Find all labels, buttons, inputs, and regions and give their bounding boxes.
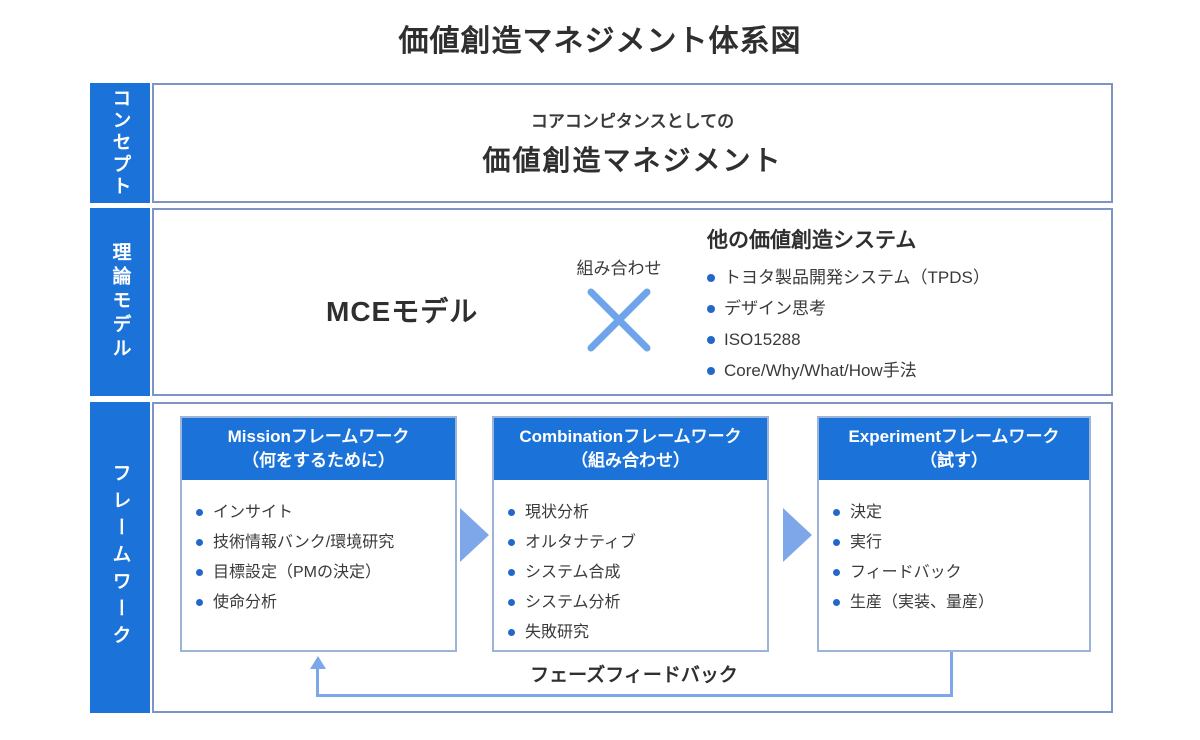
mission-framework-header: Missionフレームワーク （何をするために） bbox=[182, 418, 455, 480]
framework-content: Missionフレームワーク （何をするために） インサイト 技術情報バンク/環… bbox=[152, 402, 1113, 713]
row-framework: フレームワーク Missionフレームワーク （何をするために） インサイト 技… bbox=[90, 402, 1113, 713]
concept-side-label: コンセプト bbox=[90, 83, 150, 203]
combination-framework-title: Combinationフレームワーク bbox=[519, 427, 742, 446]
value-creation-diagram: コンセプト コアコンピタンスとしての 価値創造マネジメント 理論モデル MCEモ… bbox=[90, 83, 1113, 713]
feedback-line-right bbox=[950, 652, 953, 697]
feedback-line-bottom bbox=[316, 694, 953, 697]
row-theory-model: 理論モデル MCEモデル 組み合わせ 他の価値創造システム トヨタ製品開発システ… bbox=[90, 208, 1113, 396]
list-item: Core/Why/What/How手法 bbox=[707, 355, 990, 386]
list-item: システム分析 bbox=[508, 588, 759, 618]
right-arrow-icon bbox=[783, 508, 812, 562]
combination-framework-box: Combinationフレームワーク （組み合わせ） 現状分析 オルタナティブ … bbox=[492, 416, 769, 652]
mission-framework-list: インサイト 技術情報バンク/環境研究 目標設定（PMの決定） 使命分析 bbox=[196, 498, 447, 618]
list-item: 失敗研究 bbox=[508, 618, 759, 648]
list-item: オルタナティブ bbox=[508, 528, 759, 558]
concept-text-block: コアコンピタンスとしての 価値創造マネジメント bbox=[154, 85, 1111, 201]
theory-content: MCEモデル 組み合わせ 他の価値創造システム トヨタ製品開発システム（TPDS… bbox=[152, 208, 1113, 396]
multiply-x-icon bbox=[585, 288, 653, 352]
row-concept: コンセプト コアコンピタンスとしての 価値創造マネジメント bbox=[90, 83, 1113, 203]
list-item: 生産（実装、量産） bbox=[833, 588, 1081, 618]
feedback-line-left bbox=[316, 668, 319, 697]
experiment-framework-list: 決定 実行 フィードバック 生産（実装、量産） bbox=[833, 498, 1081, 618]
list-item: 決定 bbox=[833, 498, 1081, 528]
list-item: 目標設定（PMの決定） bbox=[196, 558, 447, 588]
mission-framework-body: インサイト 技術情報バンク/環境研究 目標設定（PMの決定） 使命分析 bbox=[182, 480, 455, 618]
list-item: ISO15288 bbox=[707, 324, 990, 355]
combination-framework-subtitle: （組み合わせ） bbox=[571, 451, 690, 470]
page-title: 価値創造マネジメント体系図 bbox=[398, 25, 802, 58]
feedback-label: フェーズフィードバック bbox=[530, 665, 738, 686]
list-item: インサイト bbox=[196, 498, 447, 528]
list-item: 技術情報バンク/環境研究 bbox=[196, 528, 447, 558]
concept-content: コアコンピタンスとしての 価値創造マネジメント bbox=[152, 83, 1113, 203]
list-item: トヨタ製品開発システム（TPDS） bbox=[707, 262, 990, 293]
theory-side-label: 理論モデル bbox=[90, 208, 150, 396]
other-systems-list: トヨタ製品開発システム（TPDS） デザイン思考 ISO15288 Core/W… bbox=[707, 262, 990, 386]
concept-subtitle: コアコンピタンスとしての bbox=[530, 112, 735, 131]
mission-framework-box: Missionフレームワーク （何をするために） インサイト 技術情報バンク/環… bbox=[180, 416, 457, 652]
combination-framework-body: 現状分析 オルタナティブ システム合成 システム分析 失敗研究 bbox=[494, 480, 767, 648]
list-item: フィードバック bbox=[833, 558, 1081, 588]
other-systems-block: 他の価値創造システム トヨタ製品開発システム（TPDS） デザイン思考 ISO1… bbox=[707, 224, 990, 386]
experiment-framework-body: 決定 実行 フィードバック 生産（実装、量産） bbox=[819, 480, 1089, 618]
experiment-framework-header: Experimentフレームワーク （試す） bbox=[819, 418, 1089, 480]
experiment-framework-subtitle: （試す） bbox=[920, 451, 988, 470]
concept-heading: 価値創造マネジメント bbox=[482, 145, 783, 176]
experiment-framework-box: Experimentフレームワーク （試す） 決定 実行 フィードバック 生産（… bbox=[817, 416, 1091, 652]
list-item: デザイン思考 bbox=[707, 293, 990, 324]
list-item: 現状分析 bbox=[508, 498, 759, 528]
combine-label: 組み合わせ bbox=[576, 259, 662, 278]
right-arrow-icon bbox=[460, 508, 489, 562]
combination-framework-header: Combinationフレームワーク （組み合わせ） bbox=[494, 418, 767, 480]
list-item: システム合成 bbox=[508, 558, 759, 588]
experiment-framework-title: Experimentフレームワーク bbox=[848, 427, 1060, 446]
combination-framework-list: 現状分析 オルタナティブ システム合成 システム分析 失敗研究 bbox=[508, 498, 759, 648]
feedback-arrowhead-icon bbox=[310, 656, 326, 669]
framework-side-label: フレームワーク bbox=[90, 402, 150, 713]
list-item: 使命分析 bbox=[196, 588, 447, 618]
other-systems-heading: 他の価値創造システム bbox=[707, 229, 917, 252]
mission-framework-title: Missionフレームワーク bbox=[227, 427, 410, 446]
mce-model-label: MCEモデル bbox=[326, 296, 479, 327]
list-item: 実行 bbox=[833, 528, 1081, 558]
mission-framework-subtitle: （何をするために） bbox=[242, 451, 395, 470]
